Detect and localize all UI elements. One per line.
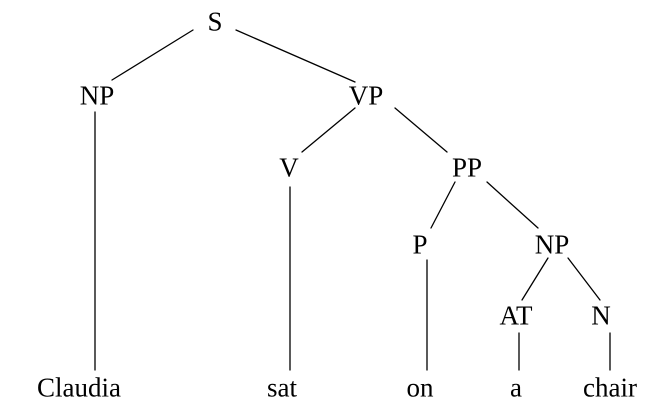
node-pp: PP [451, 152, 483, 183]
node-vp: VP [348, 80, 384, 111]
node-at: AT [499, 300, 533, 331]
edge-vp-v [301, 107, 356, 153]
node-np-object: NP [534, 229, 570, 260]
word-sat: sat [267, 372, 297, 403]
edge-pp-p [430, 181, 456, 229]
word-claudia: Claudia [37, 372, 121, 403]
edge-vp-pp [394, 107, 448, 153]
node-n: N [591, 300, 611, 331]
edge-np-object-n [567, 257, 601, 301]
edge-s-np-subject [111, 29, 194, 81]
edge-pp-np-object [486, 181, 539, 229]
word-chair: chair [583, 372, 637, 403]
edge-s-vp [235, 29, 356, 83]
node-p: P [412, 229, 428, 260]
node-v: V [279, 152, 299, 183]
word-a: a [510, 372, 522, 403]
word-on: on [406, 372, 434, 403]
node-s: S [207, 6, 223, 37]
node-np-subject: NP [79, 80, 115, 111]
edge-np-object-at [521, 257, 549, 301]
